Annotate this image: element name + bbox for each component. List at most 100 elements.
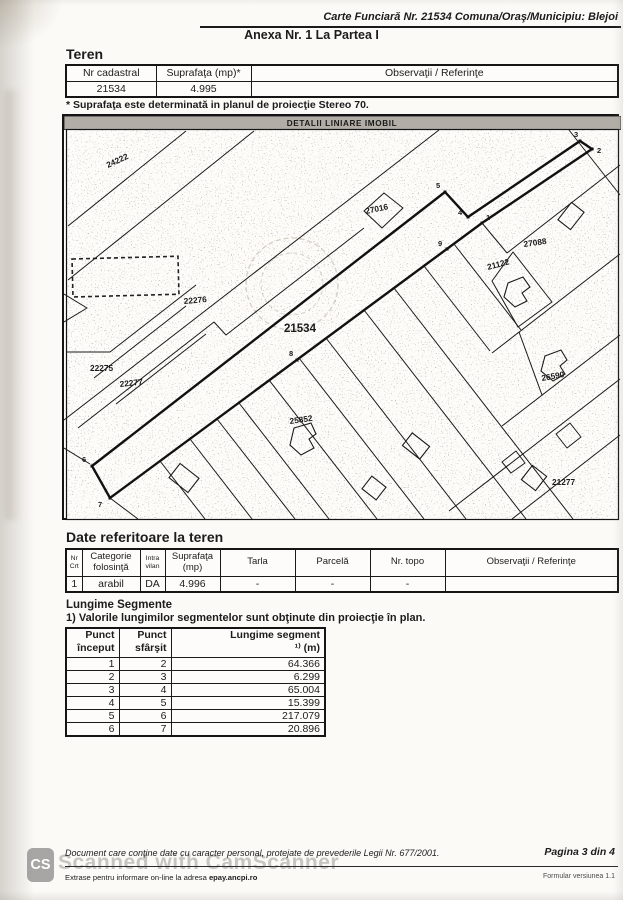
seg-length: 15.399 [170, 695, 326, 710]
date-teren-heading: Date referitoare la teren [66, 529, 224, 545]
col-lungime-segment: Lungime segment ¹⁾ (m) [170, 627, 326, 658]
point-label: 4 [458, 208, 463, 217]
parcel-label: 25852 [289, 413, 314, 426]
seg-start: 6 [65, 721, 120, 736]
seg-start: 1 [65, 656, 120, 671]
segment-row: 6 7 20.896 [65, 721, 326, 736]
point-label: 6 [82, 455, 86, 464]
scan-noise [67, 130, 618, 519]
parcel-label: 26590 [541, 369, 566, 383]
camscanner-logo-icon: CS [27, 848, 54, 882]
parcel-label: 22275 [90, 363, 113, 373]
col-punct-sfarsit: Punct sfârşit [118, 627, 172, 658]
date-teren-data-row: 1 arabil DA 4.996 - - - [65, 575, 619, 593]
seg-length: 20.896 [170, 721, 326, 736]
observatii-ref-value [444, 575, 619, 593]
tarla-value: - [219, 575, 296, 593]
suprafata-footnote: * Suprafaţa este determinată in planul d… [66, 99, 369, 111]
point-label: 7 [98, 500, 102, 509]
seg-end: 4 [118, 682, 172, 697]
segment-row: 1 2 64.366 [65, 656, 326, 671]
col-parcela: Parcelă [294, 548, 371, 577]
teren-data-row: 21534 4.995 [65, 80, 619, 98]
parcel-label: 22276 [183, 294, 207, 306]
point-label: 9 [438, 239, 442, 248]
seg-length: 6.299 [170, 669, 326, 684]
col-suprafata: Suprafaţa (mp)* [155, 64, 252, 82]
col-nr-crt: Nr Crt [65, 548, 83, 577]
seg-length: 65.004 [170, 682, 326, 697]
page-title: Anexa Nr. 1 La Partea I [244, 28, 379, 42]
point-label: 5 [436, 181, 440, 190]
survey-point-markers [90, 139, 594, 500]
scan-edge-smudge [5, 90, 22, 520]
building-outlines [168, 201, 585, 501]
intravilan-value: DA [139, 575, 166, 593]
nr-crt-value: 1 [65, 575, 83, 593]
segments-heading: Lungime Segmente [66, 599, 173, 611]
date-teren-table: Nr Crt Categorie folosinţă Intra vilan S… [65, 548, 619, 593]
nr-topo-value: - [369, 575, 446, 593]
cadastral-map: DETALII LINIARE IMOBIL [62, 114, 621, 521]
survey-point-labels: 1 2 3 4 5 6 7 8 9 [82, 130, 601, 509]
point-label: 3 [574, 130, 578, 139]
seg-end: 2 [118, 656, 172, 671]
suprafata-value: 4.995 [155, 80, 252, 98]
parcel-lines [64, 129, 621, 520]
segment-row: 2 3 6.299 [65, 669, 326, 684]
stamp-watermark [245, 237, 339, 331]
segments-table: Punct început Punct sfârşit Lungime segm… [65, 627, 326, 737]
seg-start: 4 [65, 695, 120, 710]
footer-extras: Extrase pentru informare on-line la adre… [65, 873, 257, 882]
cadastral-map-svg: DETALII LINIARE IMOBIL [64, 116, 621, 521]
footer-divider [65, 866, 618, 867]
teren-heading: Teren [66, 46, 104, 62]
form-version: Formular versiunea 1.1 [543, 873, 615, 880]
seg-length: 64.366 [170, 656, 326, 671]
nr-cadastral-value: 21534 [65, 80, 157, 98]
seg-start: 2 [65, 669, 120, 684]
date-teren-header-row: Nr Crt Categorie folosinţă Intra vilan S… [65, 548, 619, 577]
seg-end: 3 [118, 669, 172, 684]
seg-start: 5 [65, 708, 120, 723]
suprafata-mp-value: 4.996 [164, 575, 221, 593]
segment-row: 4 5 15.399 [65, 695, 326, 710]
extras-url: epay.ancpi.ro [208, 873, 258, 882]
camscanner-watermark: Scanned with CamScanner [58, 851, 340, 874]
col-suprafata-mp: Suprafaţa (mp) [164, 548, 221, 577]
segments-header-row: Punct început Punct sfârşit Lungime segm… [65, 627, 326, 658]
observatii-value [250, 80, 619, 98]
teren-header-row: Nr cadastral Suprafaţa (mp)* Observaţii … [65, 64, 619, 82]
parcel-label: 22277 [119, 377, 143, 389]
seg-end: 7 [118, 721, 172, 736]
parcela-value: - [294, 575, 371, 593]
col-categorie: Categorie folosinţă [81, 548, 141, 577]
seg-length: 217.079 [170, 708, 326, 723]
parcel-label: 21277 [552, 477, 575, 487]
point-label: 1 [486, 213, 490, 222]
categorie-value: arabil [81, 575, 141, 593]
col-punct-inceput: Punct început [65, 627, 120, 658]
col-nr-cadastral: Nr cadastral [65, 64, 157, 82]
parcel-label: 27016 [364, 201, 389, 216]
col-intravilan: Intra vilan [139, 548, 166, 577]
col-tarla: Tarla [219, 548, 296, 577]
main-parcel-outline [90, 139, 595, 500]
extras-text: Extrase pentru informare on-line la adre… [65, 873, 209, 882]
legal-notice: Document care conţine date cu caracter p… [65, 848, 440, 858]
parcel-label: 27088 [523, 236, 548, 249]
segment-row: 3 4 65.004 [65, 682, 326, 697]
seg-start: 3 [65, 682, 120, 697]
col-observatii-ref: Observaţii / Referinţe [444, 548, 619, 577]
seg-end: 5 [118, 695, 172, 710]
point-label: 2 [597, 146, 601, 155]
map-title: DETALII LINIARE IMOBIL [287, 119, 397, 128]
segment-row: 5 6 217.079 [65, 708, 326, 723]
parcel-label-main: 21534 [284, 323, 317, 335]
page-number: Pagina 3 din 4 [544, 846, 615, 858]
carte-funciara-reference: Carte Funciară Nr. 21534 Comuna/Oraş/Mun… [200, 11, 621, 28]
dashed-building-outline [71, 255, 180, 298]
seg-end: 6 [118, 708, 172, 723]
point-label: 8 [289, 349, 293, 358]
